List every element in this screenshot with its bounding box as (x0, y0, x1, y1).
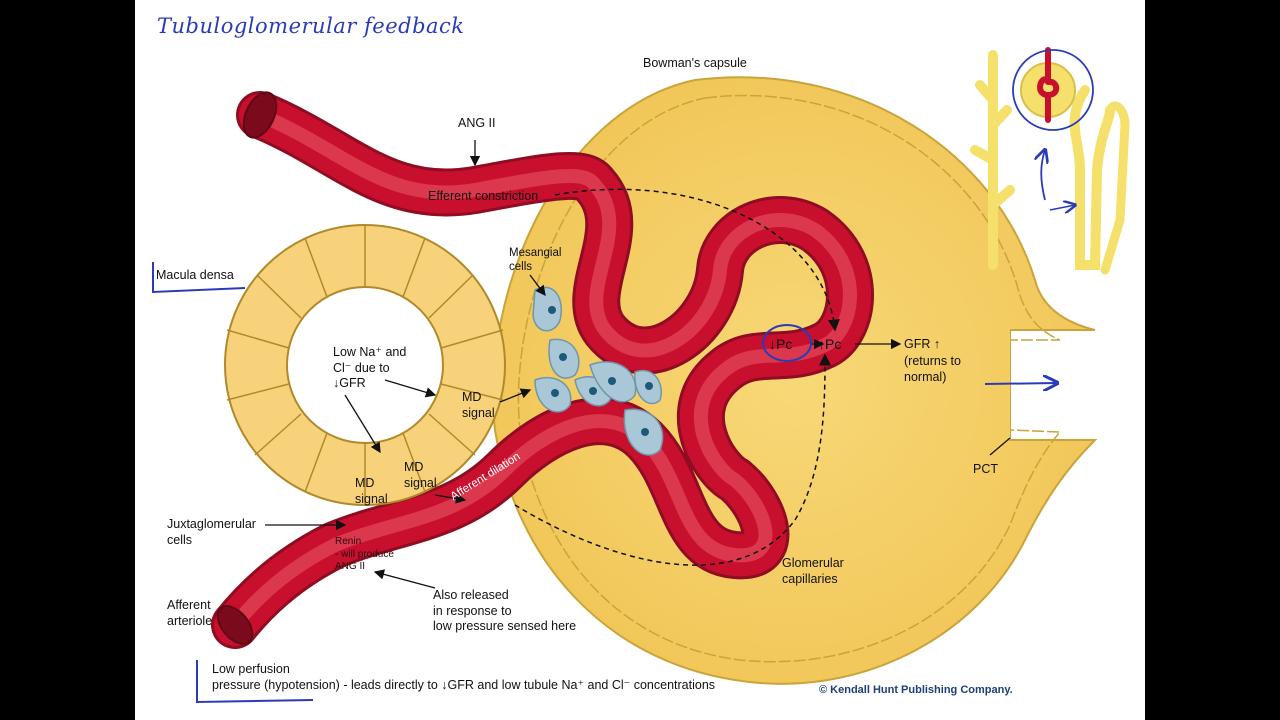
distal-tubule-ring (224, 224, 506, 506)
feedback-paths (514, 188, 840, 566)
nephron-inset (970, 47, 1130, 275)
copyright-notice: © Kendall Hunt Publishing Company. (819, 684, 1013, 696)
label-also-released: Also released in response to low pressur… (433, 588, 577, 634)
low-na-cl-line1: Low Na⁺ and (333, 345, 407, 359)
label-ang-ii: ANG II (458, 116, 496, 130)
label-pc-up: ↑Pc (818, 336, 842, 352)
label-gfr-up: GFR ↑ (904, 337, 941, 351)
label-macula-densa: Macula densa (156, 268, 234, 282)
label-md-signal-right: MD signal (462, 390, 495, 420)
handwritten-annotations (152, 262, 1057, 704)
label-md-signal-bottom-right: MD signal (404, 460, 437, 490)
label-efferent-constriction: Efferent constriction (428, 189, 539, 203)
label-low-na-cl: Low Na⁺ and Cl⁻ due to ↓GFR (333, 345, 406, 392)
label-glomerular-capillaries: Glomerular capillaries (782, 556, 844, 586)
low-na-cl-line2: Cl⁻ due to (333, 360, 390, 375)
label-renin: Renin - will produce ANG II (335, 536, 394, 572)
slide: Tubuloglomerular feedback Bowman's capsu… (135, 0, 1145, 720)
label-low-perfusion: Low perfusion pressure (hypotension) - l… (212, 662, 715, 693)
label-juxtaglomerular-cells: Juxtaglomerular cells (167, 517, 256, 547)
label-bowmans-capsule: Bowman's capsule (643, 56, 747, 70)
label-pc-down: ↓Pc (769, 336, 793, 352)
low-na-cl-line3: ↓GFR (333, 376, 366, 391)
pointer-arrows (265, 140, 1011, 589)
label-gfr-returns: (returns to normal) (904, 354, 961, 384)
label-afferent-arteriole: Afferent arteriole (167, 598, 213, 628)
label-mesangial-cells: Mesangial cells (509, 247, 562, 274)
glomerular-capillaries (211, 91, 874, 649)
mesangial-cell-cluster (532, 286, 664, 456)
low-perfusion-line1: Low perfusion (212, 662, 290, 676)
diagram-canvas (152, 47, 1130, 704)
label-pct: PCT (973, 462, 998, 476)
low-perfusion-line2: pressure (hypotension) - leads directly … (212, 677, 716, 692)
slide-title: Tubuloglomerular feedback (157, 14, 465, 38)
label-md-signal-bottom-left: MD signal (355, 476, 388, 506)
